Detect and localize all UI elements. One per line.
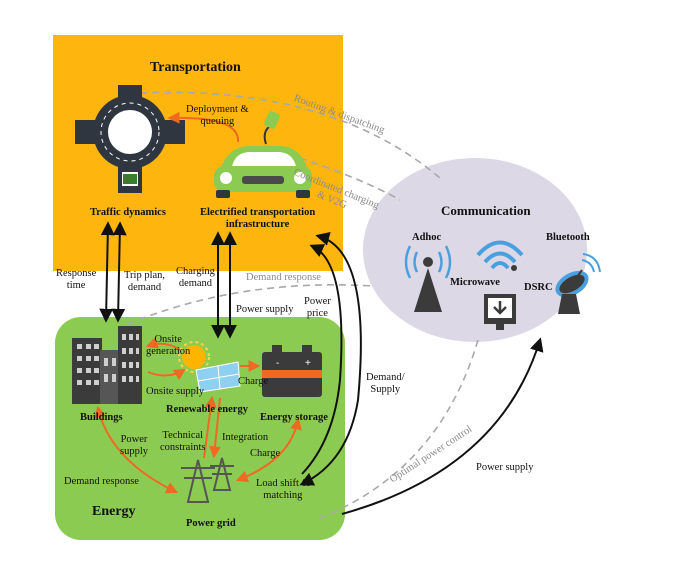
demand-supply-label: Demand/Supply [366,372,405,395]
response-time-arrow [99,221,115,323]
battery-icon: + - [262,345,322,397]
communication-title: Communication [441,203,531,218]
traffic-dynamics-label: Traffic dynamics [90,207,166,218]
monitor-download-icon [484,294,516,330]
power-supply-orange-arrow [94,405,179,494]
wifi-signal-icon [476,240,524,271]
integration-arrow [209,397,221,459]
trip-plan-arrow [111,221,127,323]
svg-text:-: - [276,358,279,369]
satellite-dish-icon [555,253,601,314]
power-supply-comm-arrow [341,337,544,515]
demand-response-label: Demand response [64,476,139,487]
technical-constraints-arrow [203,395,217,459]
adhoc-label: Adhoc [412,232,442,243]
optimal-power-control-line [319,339,479,519]
electric-car-icon [214,111,312,198]
trip-plan-label: Trip plan,demand [124,270,166,293]
charge-low-arrow [235,417,302,483]
charge-top-label: Charge [238,376,269,387]
onsite-supply-arrow [147,368,187,381]
buildings-icon [72,326,142,404]
power-supply-vert-label: Power supply [236,304,294,315]
deployment-label: Deployment &queuing [186,104,249,127]
dsrc-label: DSRC [524,282,553,293]
energy-title: Energy [92,504,136,519]
integration-label: Integration [222,432,269,443]
charge-low-label: Charge [250,448,281,459]
onsite-supply-label: Onsite supply [146,386,205,397]
microwave-label: Microwave [450,277,500,288]
routing-dispatching-line [139,91,441,179]
load-shift-label: Load shift &matching [256,478,310,501]
deployment-arrow [167,111,240,143]
transportation-title: Transportation [150,60,241,75]
coordinated-charging-line [299,157,401,201]
power-price-arrow [301,244,343,475]
demand-response-dashed-label: Demand response [246,272,321,283]
svg-text:+: + [305,358,311,369]
bluetooth-label: Bluetooth [546,232,590,243]
buildings-label: Buildings [80,412,123,423]
solar-panel-icon [178,341,241,393]
power-grid-label: Power grid [186,518,236,529]
adhoc-antenna-icon [404,245,452,312]
energy-storage-label: Energy storage [260,412,328,423]
onsite-generation-arrow [145,337,181,351]
roundabout-icon [75,85,185,193]
communication-panel [363,158,587,342]
demand-supply-arrow [299,232,362,486]
power-supply-comm-label: Power supply [476,462,534,473]
power-grid-tower-icon [181,457,234,503]
renewable-energy-label: Renewable energy [166,404,248,415]
demand-response-line [127,284,373,325]
